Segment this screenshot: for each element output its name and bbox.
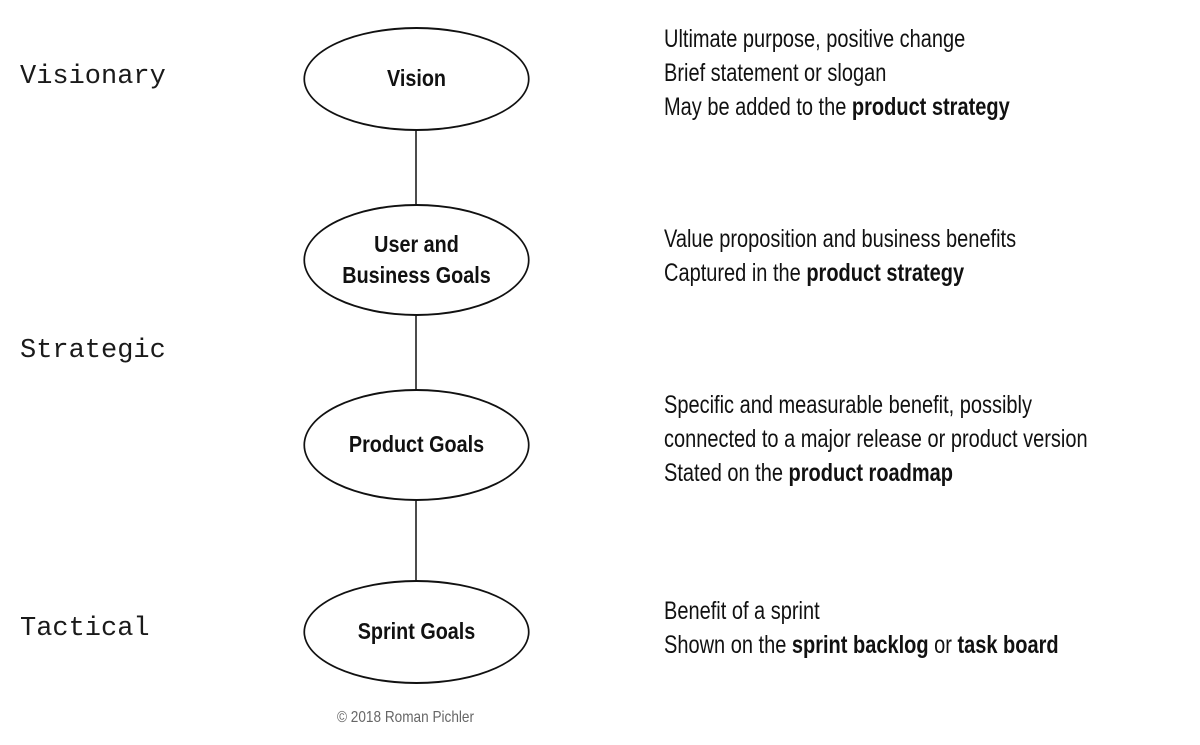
node-sprint-goals: Sprint Goals (303, 580, 530, 684)
node-sprint-goals-label: Sprint Goals (357, 618, 476, 645)
description-emphasis: product strategy (806, 259, 965, 287)
description-text: May be added to the (664, 93, 852, 121)
description-text: Captured in the (664, 259, 807, 287)
copyright-notice: © 2018 Roman Pichler (337, 709, 475, 726)
description-line: Specific and measurable benefit, possibl… (664, 388, 1088, 422)
description-line: Value proposition and business benefits (664, 222, 1016, 256)
description-line: Brief statement or slogan (664, 56, 1010, 90)
node-user-business-label-line-1: User and (374, 230, 459, 257)
description-text: Specific and measurable benefit, possibl… (664, 391, 1032, 419)
description-text: Value proposition and business benefits (664, 225, 1017, 253)
description-text: Brief statement or slogan (664, 59, 887, 87)
description-text: connected to a major release or product … (664, 425, 1088, 453)
description-sprint-goals: Benefit of a sprint Shown on the sprint … (664, 594, 1059, 662)
node-product-goals-label: Product Goals (348, 431, 485, 458)
description-vision: Ultimate purpose, positive change Brief … (664, 22, 1010, 124)
description-text: Shown on the (664, 631, 792, 659)
description-emphasis: product roadmap (788, 459, 954, 487)
node-vision: Vision (303, 27, 530, 131)
description-text: or (928, 631, 958, 659)
description-product-goals: Specific and measurable benefit, possibl… (664, 388, 1088, 490)
description-line: Benefit of a sprint (664, 594, 1059, 628)
description-line: Stated on the product roadmap (664, 456, 1088, 490)
description-emphasis: task board (957, 631, 1059, 659)
description-line: Ultimate purpose, positive change (664, 22, 1010, 56)
description-text: Ultimate purpose, positive change (664, 25, 966, 53)
node-product-goals: Product Goals (303, 389, 530, 501)
description-text: Benefit of a sprint (664, 597, 820, 625)
description-line: Shown on the sprint backlog or task boar… (664, 628, 1059, 662)
description-line: Captured in the product strategy (664, 256, 1016, 290)
node-vision-label: Vision (386, 65, 446, 92)
description-line: connected to a major release or product … (664, 422, 1088, 456)
description-user-and-business-goals: Value proposition and business benefits … (664, 222, 1016, 290)
description-line: May be added to the product strategy (664, 90, 1010, 124)
description-text: Stated on the (664, 459, 789, 487)
node-user-and-business-goals: User and Business Goals (303, 204, 530, 316)
level-label-tactical: Tactical (20, 614, 150, 644)
description-emphasis: product strategy (851, 93, 1010, 121)
level-label-visionary: Visionary (20, 62, 166, 92)
level-label-strategic: Strategic (20, 336, 166, 366)
node-user-business-label-line-2: Business Goals (342, 262, 491, 288)
description-emphasis: sprint backlog (791, 631, 929, 659)
